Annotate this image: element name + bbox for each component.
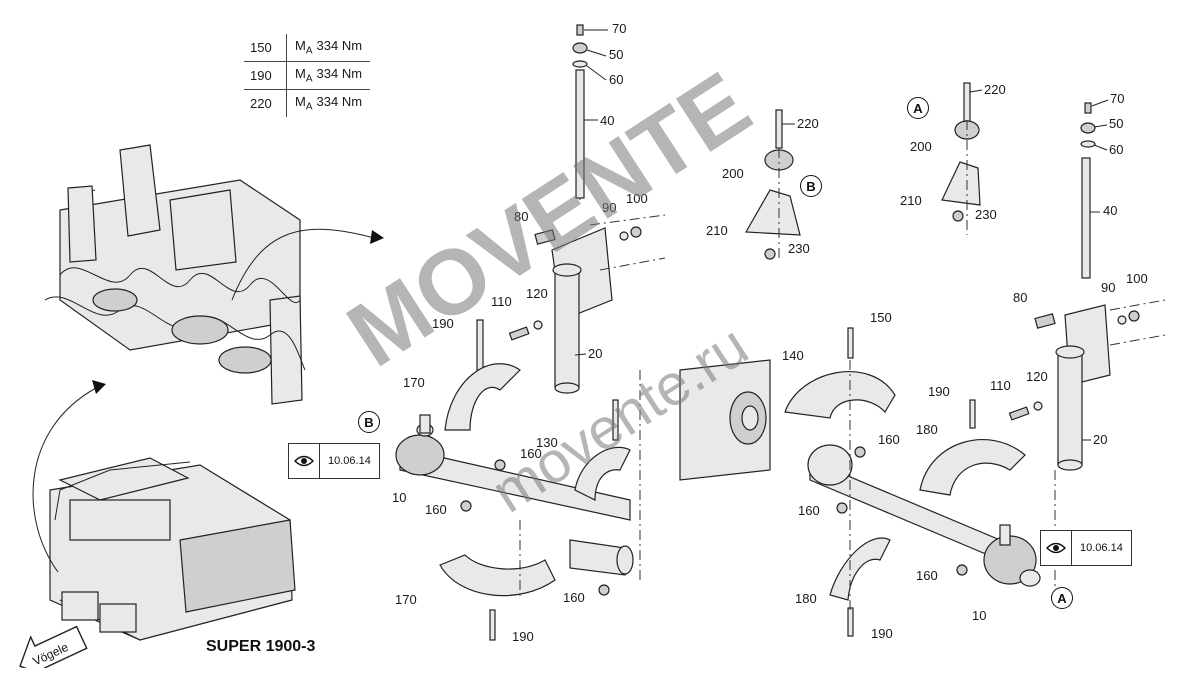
part-label: 170 [395,592,417,607]
part-label: 160 [916,568,938,583]
part-label: 70 [1110,91,1124,106]
part-label: 230 [788,241,810,256]
reference-box[interactable]: 10.06.14 [1040,530,1132,566]
part-label: 160 [520,446,542,461]
torque-part-number: 150 [244,34,287,62]
part-label: 130 [536,435,558,450]
part-label: 160 [878,432,900,447]
part-label: 210 [706,223,728,238]
part-label: 60 [1109,142,1123,157]
view-marker-a: A [1051,587,1073,609]
part-label: 120 [526,286,548,301]
part-label: 100 [1126,271,1148,286]
part-label: 220 [797,116,819,131]
part-label: 200 [910,139,932,154]
center-gearbox [679,359,771,481]
eye-icon [289,444,320,478]
part-label: 180 [916,422,938,437]
part-label: 40 [1103,203,1117,218]
view-marker-b: B [800,175,822,197]
part-number-labels: 70 50 60 40 80 90 100 110 120 190 20 170… [392,21,1148,644]
left-auger-shaft [395,319,641,641]
eye-icon [1041,531,1072,565]
part-label: 40 [600,113,614,128]
view-marker-a: A [907,97,929,119]
part-label: 10 [392,490,406,505]
part-label: 90 [1101,280,1115,295]
view-marker-b: B [358,411,380,433]
right-auger-shaft [784,327,1056,637]
reference-code: 10.06.14 [1080,542,1123,554]
torque-part-number: 190 [244,61,287,90]
part-label: 190 [871,626,893,641]
part-label: 230 [975,207,997,222]
part-label: 120 [1026,369,1048,384]
part-label: 180 [795,591,817,606]
part-label: 80 [514,209,528,224]
part-label: 110 [491,294,512,309]
bracket-200-210-right [941,82,981,235]
reference-box[interactable]: 10.06.14 [288,443,380,479]
part-label: 220 [984,82,1006,97]
part-label: 100 [626,191,648,206]
model-label: SUPER 1900-3 [206,638,316,655]
part-label: 50 [1109,116,1123,131]
part-label: 10 [972,608,986,623]
part-label: 190 [512,629,534,644]
part-label: 20 [588,346,602,361]
part-label: 140 [782,348,804,363]
right-bracket-assembly [1008,102,1166,471]
leader-lines [574,29,1109,441]
part-label: 160 [563,590,585,605]
auger-overview-sketch [44,144,384,405]
part-label: 200 [722,166,744,181]
reference-code: 10.06.14 [328,455,371,467]
part-label: 70 [612,21,626,36]
torque-part-number: 220 [244,89,287,117]
part-label: 150 [870,310,892,325]
part-label: 80 [1013,290,1027,305]
vogele-logo-arrow: Vögele [19,625,88,668]
part-label: 190 [432,316,454,331]
bracket-200-210 [744,109,801,260]
part-label: 210 [900,193,922,208]
center-left-bracket-assembly [508,24,666,394]
part-label: 110 [990,378,1011,393]
part-label: 60 [609,72,623,87]
part-label: 190 [928,384,950,399]
part-label: 160 [425,502,447,517]
paver-machine-sketch [32,380,296,641]
part-label: 170 [403,375,425,390]
part-label: 160 [798,503,820,518]
part-label: 20 [1093,432,1107,447]
part-label: 50 [609,47,623,62]
part-label: 90 [602,200,616,215]
